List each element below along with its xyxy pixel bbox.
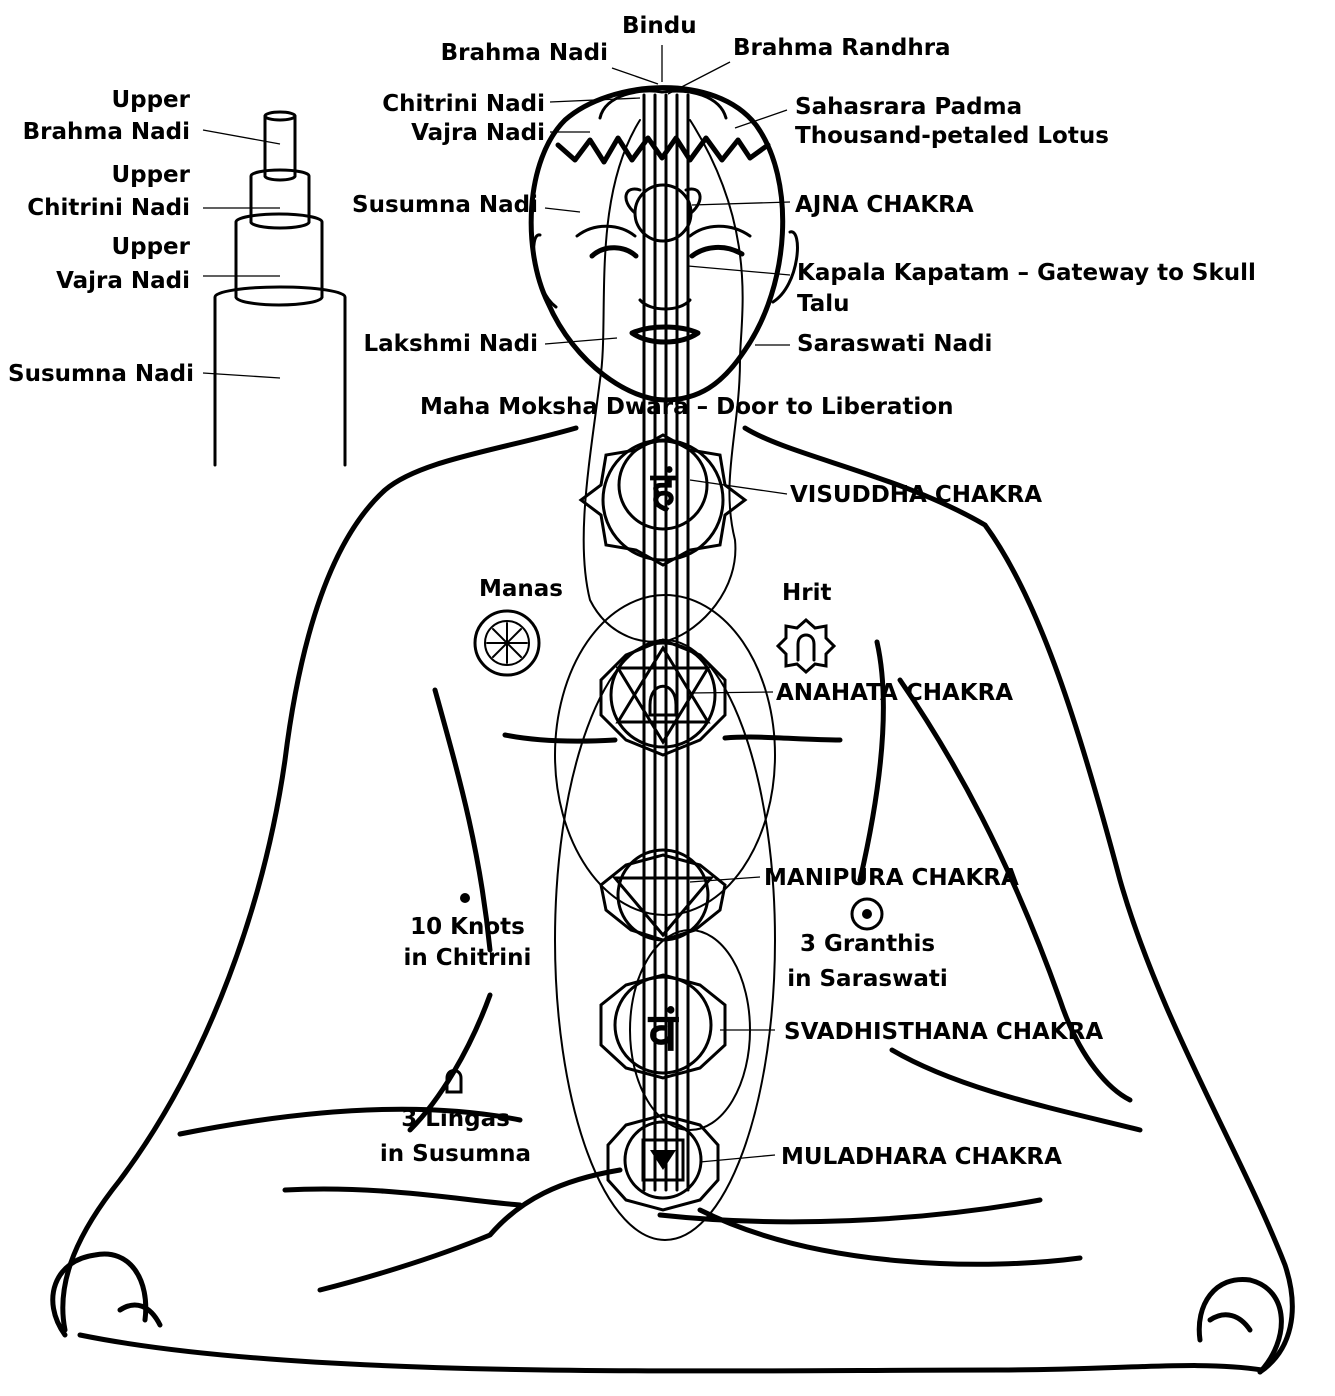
inset-label-chitrini-nadi: Chitrini Nadi: [10, 194, 190, 223]
label-kapala-kapatam: Kapala Kapatam – Gateway to Skull: [797, 259, 1256, 288]
label-in-saraswati: in Saraswati: [780, 965, 955, 994]
svadhisthana-chakra: वं: [601, 975, 725, 1078]
label-3-granthis: 3 Granthis: [780, 930, 955, 959]
label-bindu: Bindu: [622, 12, 697, 41]
label-saraswati-nadi: Saraswati Nadi: [797, 330, 992, 359]
label-10-knots: 10 Knots: [380, 913, 555, 942]
inset-label-upper-3: Upper: [10, 233, 190, 262]
visuddha-seed-glyph: हं: [650, 462, 677, 516]
label-anahata-chakra: ANAHATA CHAKRA: [776, 679, 1013, 708]
manas-symbol: [475, 611, 539, 675]
inset-label-vajra-nadi: Vajra Nadi: [10, 267, 190, 296]
hrit-symbol: [778, 620, 834, 672]
label-ajna-chakra: AJNA CHAKRA: [795, 191, 974, 220]
label-susumna-nadi: Susumna Nadi: [320, 191, 538, 220]
label-brahma-randhra: Brahma Randhra: [733, 34, 951, 63]
label-manipura-chakra: MANIPURA CHAKRA: [764, 864, 1019, 893]
label-hrit: Hrit: [782, 579, 831, 608]
inset-nadi-tubes: [203, 112, 345, 465]
anahata-chakra: [601, 640, 725, 755]
inset-label-upper-2: Upper: [10, 161, 190, 190]
label-talu: Talu: [797, 290, 850, 319]
label-lakshmi-nadi: Lakshmi Nadi: [330, 330, 538, 359]
label-maha-moksha: Maha Moksha Dwara – Door to Liberation: [420, 393, 954, 422]
face-features: [558, 91, 768, 342]
visuddha-chakra: हं: [581, 435, 745, 565]
label-manas: Manas: [479, 575, 563, 604]
manipura-chakra: [601, 850, 725, 940]
inset-label-upper-1: Upper: [10, 86, 190, 115]
granthi-symbol: [852, 899, 882, 929]
inset-label-susumna-nadi: Susumna Nadi: [8, 360, 190, 389]
label-svadhisthana-chakra: SVADHISTHANA CHAKRA: [784, 1018, 1103, 1047]
label-chitrini-nadi: Chitrini Nadi: [345, 90, 545, 119]
label-thousand-petaled: Thousand-petaled Lotus: [795, 122, 1109, 151]
label-in-chitrini: in Chitrini: [380, 944, 555, 973]
knot-dot: [460, 893, 470, 903]
label-sahasrara: Sahasrara Padma: [795, 93, 1022, 122]
label-muladhara-chakra: MULADHARA CHAKRA: [781, 1143, 1062, 1172]
svadhisthana-seed-glyph: वं: [648, 1003, 680, 1063]
label-in-susumna: in Susumna: [368, 1140, 543, 1169]
label-3-lingas: 3 Lingas: [368, 1105, 543, 1134]
label-brahma-nadi: Brahma Nadi: [408, 39, 608, 68]
label-visuddha-chakra: VISUDDHA CHAKRA: [790, 481, 1042, 510]
label-vajra-nadi: Vajra Nadi: [345, 119, 545, 148]
inset-label-brahma-nadi: Brahma Nadi: [10, 118, 190, 147]
